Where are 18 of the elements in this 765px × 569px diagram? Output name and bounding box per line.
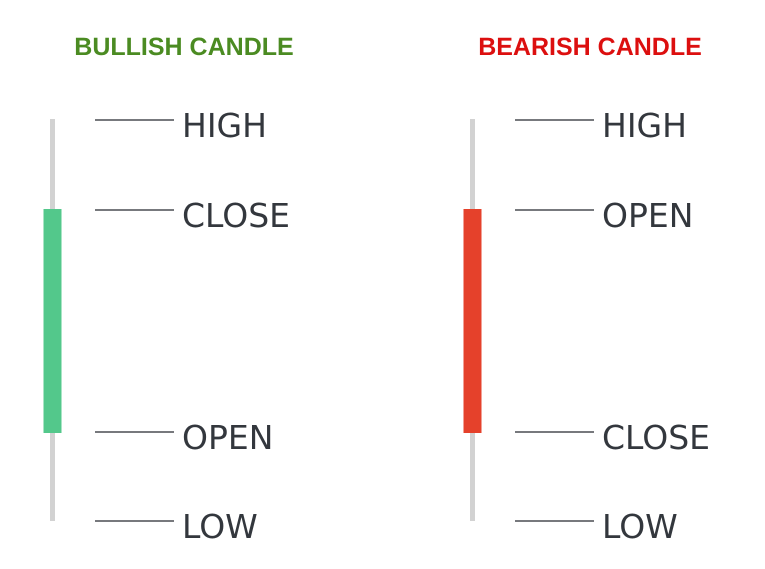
leader-line xyxy=(95,520,174,522)
leader-line xyxy=(95,119,174,121)
leader-line xyxy=(515,209,594,211)
leader-line xyxy=(95,209,174,211)
price-level-label: OPEN xyxy=(174,421,274,454)
leader-line xyxy=(515,520,594,522)
price-level-label: OPEN xyxy=(594,199,694,232)
price-level-label: CLOSE xyxy=(174,199,290,232)
leader-line xyxy=(95,431,174,433)
leader-line xyxy=(515,119,594,121)
price-level-label: CLOSE xyxy=(594,421,710,454)
candle-heading: BEARISH CANDLE xyxy=(478,35,702,60)
leader-line xyxy=(515,431,594,433)
price-level-label: HIGH xyxy=(174,109,267,142)
price-level-label: LOW xyxy=(594,510,678,543)
price-level-label: HIGH xyxy=(594,109,687,142)
price-level-label: LOW xyxy=(174,510,258,543)
candle-heading: BULLISH CANDLE xyxy=(74,35,294,60)
